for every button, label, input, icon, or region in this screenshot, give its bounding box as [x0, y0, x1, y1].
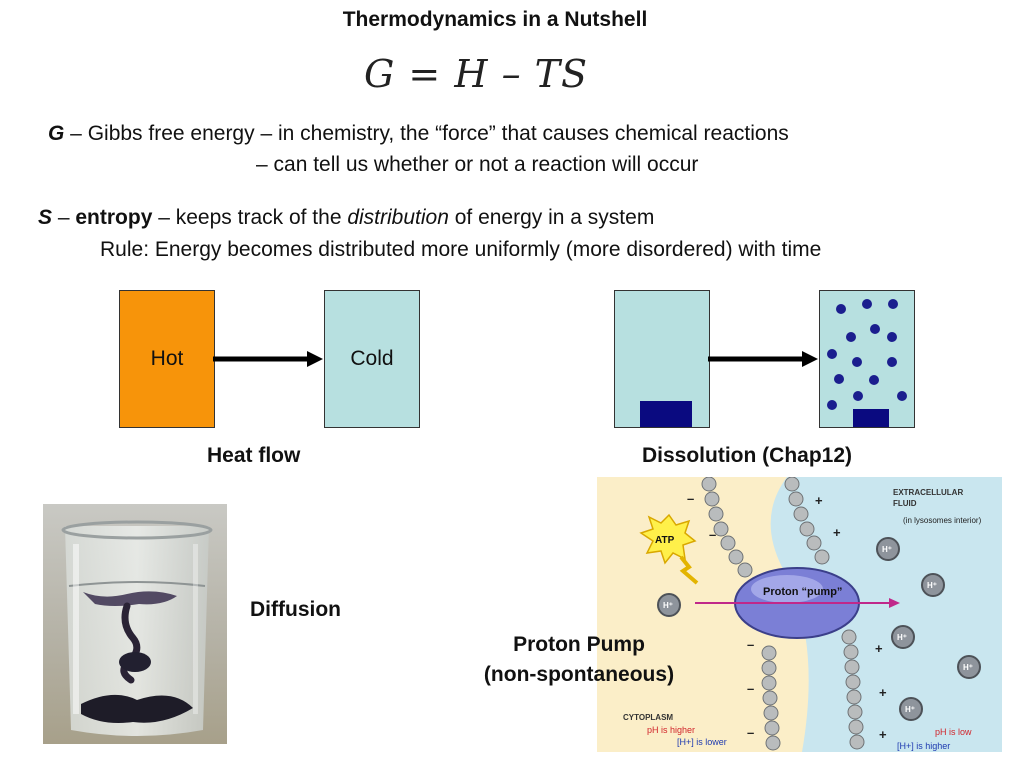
atp-burst [639, 513, 697, 565]
entropy-dash: – [52, 206, 76, 229]
pump-label: Proton “pump” [763, 586, 842, 598]
entropy-text-a: – keeps track of the [152, 206, 348, 229]
solute-block [640, 401, 692, 427]
cold-label: Cold [350, 347, 394, 370]
cold-box: Cold [324, 290, 420, 428]
solute-particle [887, 357, 897, 367]
proton-pump-caption-line2: (non-spontaneous) [483, 663, 675, 686]
entropy-definition: S – entropy – keeps track of the distrib… [38, 206, 654, 230]
solute-particle [887, 332, 897, 342]
membrane-bilayer [701, 477, 865, 751]
diffusion-beaker-photo [43, 504, 227, 744]
extracellular-h-concentration: [H+] is higher [897, 741, 950, 751]
svg-text:–: – [687, 491, 694, 506]
hydrogen-ions [657, 537, 981, 721]
ion-label: H⁺ [905, 705, 915, 714]
svg-text:+: + [879, 685, 887, 700]
svg-text:+: + [815, 493, 823, 508]
extracellular-region [770, 477, 1002, 752]
entropy-symbol: S [38, 206, 53, 229]
diffusion-caption: Diffusion [250, 598, 341, 621]
ion-label: H⁺ [927, 581, 937, 590]
gibbs-definition-line2: – can tell us whether or not a reaction … [256, 153, 699, 176]
lysosome-note: (in lysosomes interior) [903, 516, 982, 525]
cytoplasm-label: Cytoplasm [623, 713, 673, 722]
entropy-word: entropy [75, 206, 153, 229]
gibbs-symbol: G [48, 122, 65, 145]
solute-particle [827, 349, 837, 359]
solute-particle [853, 391, 863, 401]
proton-pump-caption-line1: Proton Pump [513, 633, 645, 656]
entropy-rule: Rule: Energy becomes distributed more un… [100, 238, 822, 261]
solute-particle [870, 324, 880, 334]
cytoplasm-ph: pH is higher [647, 725, 695, 735]
heat-flow-caption: Heat flow [207, 444, 301, 467]
entropy-text-b: of energy in a system [448, 206, 655, 229]
hot-box: Hot [119, 290, 215, 428]
entropy-emphasis: distribution [347, 206, 449, 229]
solute-particle [888, 299, 898, 309]
svg-text:+: + [875, 641, 883, 656]
membrane-charges: – – – – – + + + + + [687, 491, 887, 742]
hot-label: Hot [150, 347, 184, 370]
dissolution-caption: Dissolution (Chap12) [642, 444, 853, 467]
extracellular-ph: pH is low [935, 727, 972, 737]
svg-text:–: – [747, 637, 754, 652]
dissolution-arrow [708, 351, 818, 367]
ion-label: H⁺ [963, 663, 973, 672]
svg-text:–: – [709, 527, 716, 542]
solute-particle [836, 304, 846, 314]
solute-particle [846, 332, 856, 342]
extracellular-label: Extracellular [893, 488, 963, 497]
svg-text:–: – [747, 681, 754, 696]
ion-label: H⁺ [663, 601, 673, 610]
gibbs-description: – Gibbs free energy – in chemistry, the … [64, 122, 789, 145]
solute-particle [827, 400, 837, 410]
ion-label: H⁺ [897, 633, 907, 642]
solute-particle [897, 391, 907, 401]
proton-pump-diagram: – – – – – + + + + + Proton “pump” ATP H⁺ H⁺ H⁺ H… [597, 477, 1002, 752]
heat-flow-arrow [213, 351, 323, 367]
gibbs-equation: G = H – TS [364, 52, 589, 96]
atp-label: ATP [655, 535, 675, 546]
solute-particle [862, 299, 872, 309]
svg-text:–: – [747, 725, 754, 740]
solute-particle [852, 357, 862, 367]
svg-text:+: + [833, 525, 841, 540]
solute-particle [869, 375, 879, 385]
solute-remainder [853, 409, 889, 427]
fluid-label: fluid [893, 499, 917, 508]
energy-bolt [679, 555, 699, 585]
svg-text:+: + [879, 727, 887, 742]
ion-label: H⁺ [882, 545, 892, 554]
dissolved-beaker [819, 290, 915, 428]
undissolved-beaker [614, 290, 710, 428]
slide-title: Thermodynamics in a Nutshell [342, 8, 648, 31]
cytoplasm-h-concentration: [H+] is lower [677, 737, 727, 747]
gibbs-definition-line1: G – Gibbs free energy – in chemistry, th… [48, 122, 789, 146]
proton-pump-caption: Proton Pump (non-spontaneous) [462, 630, 696, 690]
solute-particle [834, 374, 844, 384]
